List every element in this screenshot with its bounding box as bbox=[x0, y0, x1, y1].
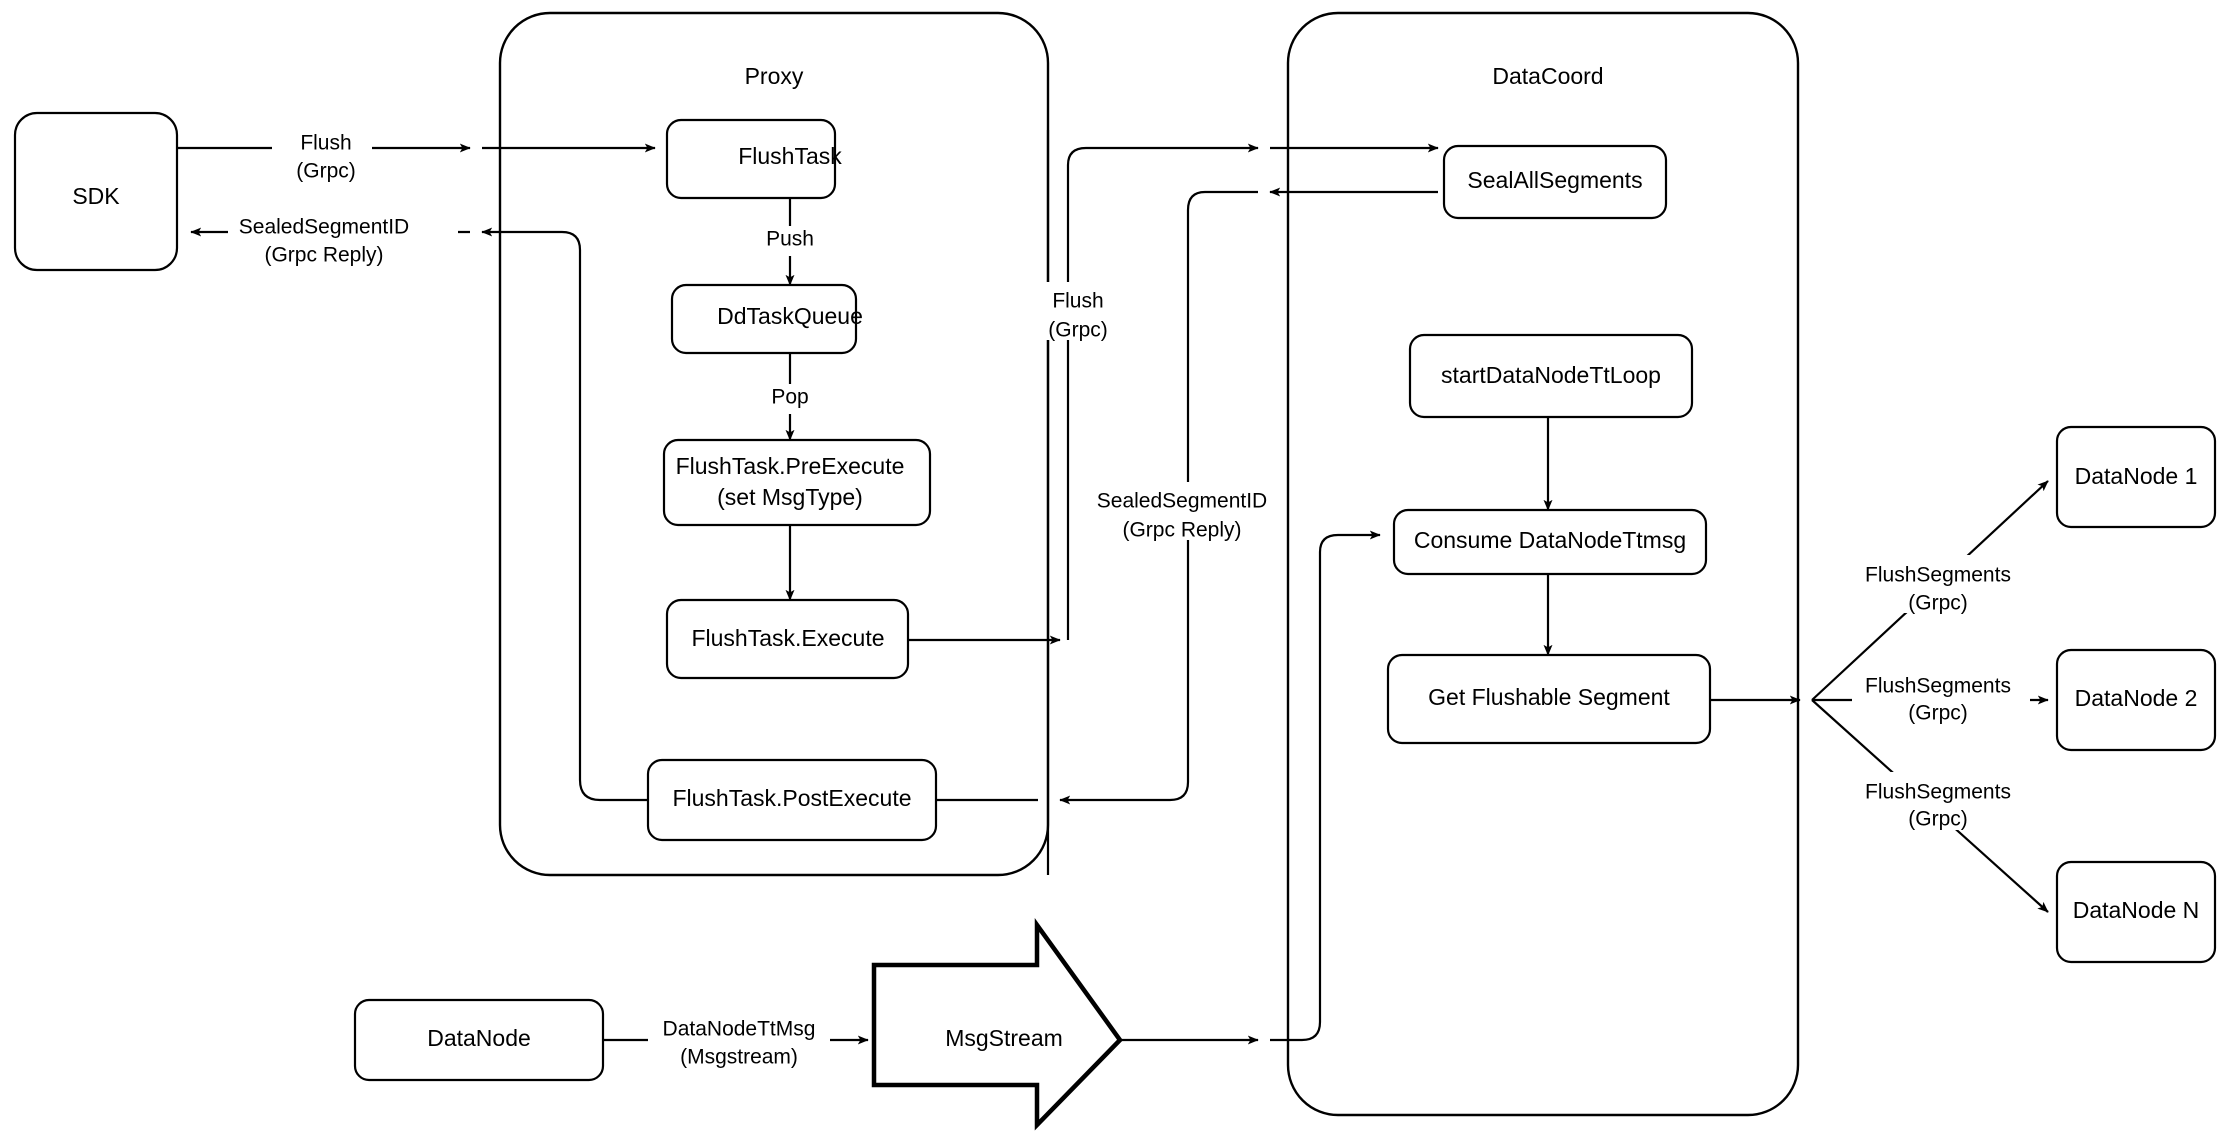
edge-label-sdk-flush-line2: (Grpc) bbox=[296, 160, 356, 183]
edge-label-ttmsg-line1: DataNodeTtMsg bbox=[663, 1018, 816, 1041]
edge-label-flushsegments-2-line1: FlushSegments bbox=[1865, 675, 2011, 698]
node-flushtask-postexecute-label: FlushTask.PostExecute bbox=[672, 785, 911, 811]
edge-label-flushsegments-n-line2: (Grpc) bbox=[1908, 808, 1968, 831]
container-proxy-label: Proxy bbox=[745, 63, 804, 89]
node-consume-datanodettmsg[interactable] bbox=[1392, 508, 1708, 576]
edge-label-ttmsg-line2: (Msgstream) bbox=[680, 1046, 798, 1069]
edge-label-flushsegments-1-line2: (Grpc) bbox=[1908, 592, 1968, 615]
node-datanode-n[interactable] bbox=[2055, 860, 2217, 964]
label-bg-flushsegn bbox=[1852, 772, 2030, 830]
node-ddtaskqueue[interactable] bbox=[670, 283, 858, 355]
edge-label-mid-reply-line1: SealedSegmentID bbox=[1097, 490, 1267, 513]
edge-label-pop: Pop bbox=[771, 386, 808, 409]
node-ddtaskqueue-label: DdTaskQueue bbox=[717, 303, 863, 329]
container-datacoord-label: DataCoord bbox=[1492, 63, 1603, 89]
node-sealallsegments[interactable] bbox=[1442, 144, 1668, 220]
node-sdk-label: SDK bbox=[72, 183, 120, 209]
node-flushtask-preexecute-label-line1: FlushTask.PreExecute bbox=[676, 453, 905, 479]
node-startdatanodettloop[interactable] bbox=[1408, 333, 1694, 419]
node-datanode-1[interactable] bbox=[2055, 425, 2217, 529]
node-startdatanodettloop-label: startDataNodeTtLoop bbox=[1441, 362, 1661, 388]
edge-postexecute-to-sdk bbox=[481, 227, 650, 802]
label-bg-sdk-reply bbox=[228, 210, 458, 264]
edge-label-flushsegments-1-line1: FlushSegments bbox=[1865, 564, 2011, 587]
edge-label-sdk-flush-line1: Flush bbox=[300, 132, 351, 155]
node-datanode[interactable] bbox=[353, 998, 605, 1082]
label-bg-mid-reply bbox=[1086, 482, 1282, 540]
node-flushtask-preexecute[interactable] bbox=[662, 438, 932, 527]
edge-label-push: Push bbox=[766, 228, 814, 251]
edge-label-mid-flush-line2: (Grpc) bbox=[1048, 319, 1108, 342]
node-msgstream-shape[interactable] bbox=[871, 918, 1123, 1131]
label-bg-ttmsg bbox=[648, 1012, 830, 1070]
edge-msgstream-rail-up bbox=[1270, 530, 1381, 1042]
edge-label-mid-reply-line2: (Grpc Reply) bbox=[1122, 519, 1241, 542]
node-sealallsegments-label: SealAllSegments bbox=[1467, 167, 1642, 193]
label-bg-mid-flush bbox=[1028, 282, 1124, 340]
container-datacoord bbox=[1286, 11, 1800, 1117]
node-sdk[interactable] bbox=[13, 111, 179, 272]
node-get-flushable-segment[interactable] bbox=[1386, 653, 1712, 745]
node-flushtask-execute[interactable] bbox=[665, 598, 910, 680]
node-flushtask-postexecute[interactable] bbox=[646, 758, 938, 842]
label-bg-flushseg2 bbox=[1852, 666, 2030, 724]
label-bg-sdk-flush bbox=[272, 126, 372, 180]
edge-label-sdk-reply-line1: SealedSegmentID bbox=[239, 216, 409, 239]
node-datanode-2[interactable] bbox=[2055, 648, 2217, 752]
node-datanode-2-label: DataNode 2 bbox=[2075, 685, 2198, 711]
edge-label-sdk-reply-line2: (Grpc Reply) bbox=[264, 244, 383, 267]
label-bg-push bbox=[752, 226, 832, 256]
edge-flush-rail-up bbox=[1066, 143, 1259, 640]
label-bg-pop bbox=[756, 384, 828, 414]
label-bg-flushseg1 bbox=[1852, 555, 2030, 613]
node-flushtask[interactable] bbox=[665, 118, 837, 200]
node-datanode-n-label: DataNode N bbox=[2073, 897, 2200, 923]
node-flushtask-label: FlushTask bbox=[738, 143, 842, 169]
node-get-flushable-segment-label: Get Flushable Segment bbox=[1428, 684, 1670, 710]
edge-label-mid-flush-line1: Flush bbox=[1052, 290, 1103, 313]
node-flushtask-execute-label: FlushTask.Execute bbox=[691, 625, 884, 651]
node-consume-datanodettmsg-label: Consume DataNodeTtmsg bbox=[1414, 527, 1686, 553]
node-msgstream-label: MsgStream bbox=[945, 1025, 1063, 1051]
node-datanode-1-label: DataNode 1 bbox=[2075, 463, 2198, 489]
edge-label-flushsegments-n-line1: FlushSegments bbox=[1865, 781, 2011, 804]
edge-label-flushsegments-2-line2: (Grpc) bbox=[1908, 702, 1968, 725]
node-datanode-label: DataNode bbox=[427, 1025, 531, 1051]
node-flushtask-preexecute-label-line2: (set MsgType) bbox=[717, 484, 863, 510]
